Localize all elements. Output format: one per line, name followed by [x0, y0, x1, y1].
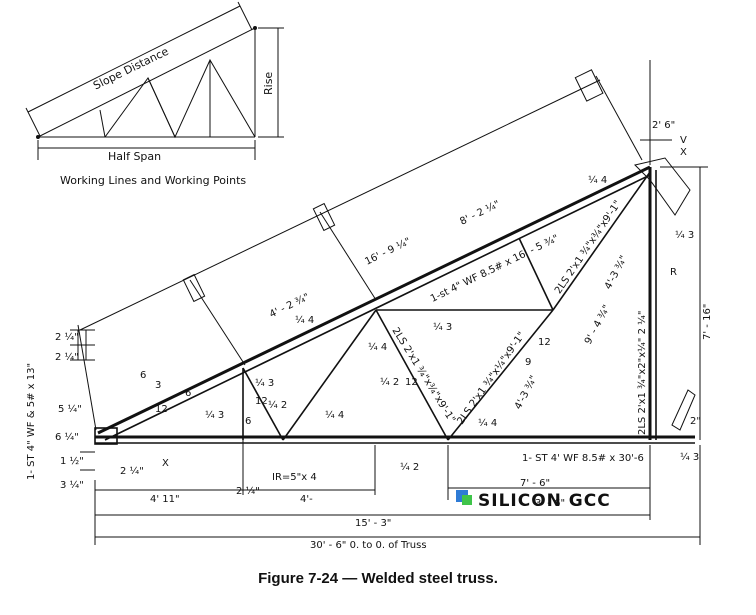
bottom-dimensions: 4' 11" 4'- 7' - 6" 3' - 6" 15' - 3" 30' … [94, 440, 701, 551]
rise-label: Rise [262, 72, 275, 95]
slope-mark-4: 12 [155, 404, 168, 415]
mark-r: R [670, 267, 677, 278]
weld-8: ¼ 4 [325, 409, 344, 421]
dim-30-6: 30' - 6" 0. to 0. of Truss [310, 540, 427, 551]
mark-x: X [680, 147, 687, 158]
weld-2: ¼ 3 [675, 229, 694, 241]
weld-4: ¼ 3 [433, 321, 452, 333]
mark-x2: X [162, 458, 169, 469]
dim-15-3: 15' - 3" [355, 518, 391, 529]
working-lines-inset: Slope Distance Rise Half Span Working Li… [25, 1, 284, 187]
dim-3: 3 ¼" [60, 479, 84, 491]
dim-2-5: 2 ¼" [236, 485, 260, 497]
top-dimensions [77, 69, 643, 431]
dim-16-9: 16' - 9 ¼" [363, 235, 413, 267]
bottom-chord-label: 1- ST 4' WF 8.5# x 30'-6 [522, 453, 644, 464]
inset-title: Working Lines and Working Points [60, 174, 246, 187]
vertical-member-label: 2LS 2'x1 ¾"x2"x¼" 2 ¼" [636, 311, 648, 435]
right-bracket: 2" [671, 389, 701, 431]
slope-mark-1: 12 [538, 337, 551, 348]
dim-2-4: 2 ¼" [120, 465, 144, 477]
dim-6: 6 ¼" [55, 431, 79, 443]
truss [94, 157, 695, 445]
dim-4-11: 4' 11" [150, 494, 180, 505]
dim-2-b: 2 ¼" [55, 351, 79, 363]
weld-11: ¼ 4 [478, 417, 497, 429]
mark-ir: IR=5"x 4 [272, 472, 317, 483]
dim-5: 5 ¼" [58, 403, 82, 415]
slope-mark-5: 12 [255, 396, 268, 407]
slope-mark-8: 3 [155, 380, 161, 391]
dim-9-4: 9' - 4 ¾" [583, 303, 613, 346]
dim-2-a: 2 ¼" [55, 331, 79, 343]
end-post-label: 1- ST 4" WF & 5# x 13" [26, 363, 37, 480]
weld-1: ¼ 4 [588, 174, 607, 186]
diagonal-label-2: 2LS 2'x1 ¾"x¾"x9'-1" [389, 326, 457, 425]
weld-6: ¼ 2 [380, 376, 399, 388]
dim-7-16: 7' - 16" [702, 304, 713, 340]
slope-mark-3: 9 [525, 357, 531, 368]
dim-3-6: 3' - 6" [535, 498, 565, 509]
weld-13: ¼ 3 [680, 451, 699, 463]
weld-12: ¼ 2 [400, 461, 419, 473]
top-chord [97, 165, 651, 435]
weld-5: ¼ 4 [368, 341, 387, 353]
slope-mark-6: 6 [185, 388, 191, 399]
weld-symbols: ¼ 4 ¼ 3 ¼ 4 ¼ 3 ¼ 4 ¼ 2 ¼ 3 ¼ 4 ¼ 2 ¼ 3 … [205, 174, 699, 473]
top-chord-label: 1-st 4" WF 8.5# x 16' - 5 ¾" [429, 233, 561, 305]
weld-10: ¼ 3 [205, 409, 224, 421]
weld-9: ¼ 2 [268, 399, 287, 411]
dim-7-6: 7' - 6" [520, 478, 550, 489]
left-dimensions: 2 ¼" 2 ¼" 5 ¼" 6 ¼" 1 ½" 3 ¼" 2 ¼" 2 ¼" [55, 329, 260, 497]
dim-4-3b: 4'-3 ¾" [513, 374, 540, 411]
diagonal-label-3: 2LS 2'x1 ¾"x¼"x9'-1" [455, 330, 528, 427]
dim-2-6: 2' 6" [652, 120, 675, 131]
slope-distance-label: Slope Distance [91, 45, 171, 93]
watermark-text: SILICON GCC [478, 491, 611, 511]
weld-7: ¼ 3 [255, 377, 274, 389]
dim-8-2: 8' - 2 ¼" [458, 198, 502, 228]
mark-v: V [680, 135, 687, 146]
watermark: SILICON GCC [456, 490, 611, 511]
half-span-label: Half Span [108, 150, 161, 163]
dim-1: 1 ½" [60, 455, 84, 467]
dim-2in: 2" [690, 416, 701, 427]
slope-mark-2: 12 [405, 377, 418, 388]
weld-3: ¼ 4 [295, 314, 314, 326]
slope-mark-9: 6 [140, 370, 146, 381]
figure-caption: Figure 7-24 — Welded steel truss. [258, 570, 498, 587]
truss-diagram: Slope Distance Rise Half Span Working Li… [25, 1, 713, 551]
slope-mark-7: 6 [245, 416, 251, 427]
dim-4-3a: 4'-3 ¾" [603, 254, 630, 291]
slope-marks: 12 12 9 12 12 6 6 3 6 [140, 337, 551, 427]
dim-4-: 4'- [300, 494, 313, 505]
